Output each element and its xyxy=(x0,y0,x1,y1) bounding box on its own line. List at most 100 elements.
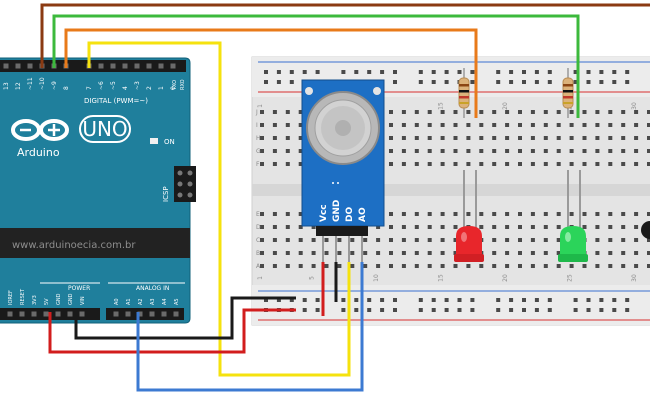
rail-hole xyxy=(586,298,591,302)
breadboard-hole xyxy=(492,123,497,127)
breadboard-hole xyxy=(621,149,626,153)
sensor-pin-label: DO xyxy=(345,207,355,222)
breadboard-hole xyxy=(530,238,535,242)
rail-hole xyxy=(418,308,423,312)
breadboard-hole xyxy=(479,136,484,140)
breadboard-hole xyxy=(440,238,445,242)
breadboard-hole xyxy=(518,162,522,166)
row-label: G xyxy=(256,148,261,155)
analog-pin-label: A5 xyxy=(174,298,180,305)
breadboard-hole xyxy=(543,264,548,268)
rail-hole xyxy=(444,80,449,84)
rail-hole xyxy=(586,80,591,84)
bottom-pin-hole xyxy=(161,311,167,317)
rail-hole xyxy=(625,298,630,302)
rail-hole xyxy=(509,308,514,312)
breadboard-hole xyxy=(479,123,484,127)
breadboard-hole xyxy=(608,264,613,268)
breadboard-hole xyxy=(621,225,626,229)
breadboard-hole xyxy=(595,136,600,140)
wire-yellow xyxy=(87,41,351,377)
led-green-body xyxy=(560,226,586,256)
rail-hole xyxy=(470,70,475,74)
breadboard-hole xyxy=(518,225,522,229)
rail-hole xyxy=(534,80,539,84)
breadboard-hole xyxy=(492,162,497,166)
breadboard-hole xyxy=(634,123,639,127)
rail-hole xyxy=(289,80,294,84)
column-label: 20 xyxy=(502,102,509,110)
bottom-pin-hole xyxy=(79,311,85,317)
digital-pin-label: ~11 xyxy=(27,77,34,90)
breadboard-hole xyxy=(389,110,393,114)
bottom-pin-hole xyxy=(125,311,131,317)
breadboard-hole xyxy=(363,238,368,242)
breadboard-hole xyxy=(505,123,510,127)
analog-in-label: ANALOG IN xyxy=(136,285,169,292)
breadboard-hole xyxy=(453,264,458,268)
breadboard-hole xyxy=(427,264,432,268)
breadboard-hole xyxy=(634,225,639,229)
breadboard-hole xyxy=(324,238,329,242)
breadboard-hole xyxy=(647,212,650,216)
breadboard-hole xyxy=(634,149,639,153)
rail-hole xyxy=(393,80,397,84)
breadboard-hole xyxy=(479,225,484,229)
breadboard-hole xyxy=(634,238,639,242)
breadboard-hole xyxy=(647,149,650,153)
breadboard-hole xyxy=(440,162,445,166)
breadboard-hole xyxy=(530,123,535,127)
breadboard-hole xyxy=(647,123,650,127)
breadboard-hole xyxy=(363,264,368,268)
breadboard-hole xyxy=(518,238,522,242)
breadboard-hole xyxy=(595,162,600,166)
breadboard-hole xyxy=(285,136,290,140)
breadboard-hole xyxy=(298,123,303,127)
breadboard-hole xyxy=(556,238,561,242)
breadboard-hole xyxy=(272,238,277,242)
digital-pin-label: ~10 xyxy=(39,77,46,90)
digital-pin-hole xyxy=(15,63,21,69)
breadboard-hole xyxy=(518,149,522,153)
power-label: POWER xyxy=(68,285,90,292)
row-label: I xyxy=(256,122,258,129)
breadboard-hole xyxy=(427,110,432,114)
rail-hole xyxy=(289,298,294,302)
breadboard-hole xyxy=(543,238,548,242)
breadboard-hole xyxy=(621,251,626,255)
bottom-pin-hole xyxy=(55,311,61,317)
rail-hole xyxy=(431,298,436,302)
breadboard-hole xyxy=(518,123,522,127)
breadboard-hole xyxy=(466,264,471,268)
breadboard-hole xyxy=(272,110,277,114)
digital-pin-hole xyxy=(98,63,104,69)
breadboard-hole xyxy=(453,123,458,127)
rail-hole xyxy=(264,298,268,302)
rail-hole xyxy=(444,298,449,302)
breadboard-hole xyxy=(647,162,650,166)
breadboard-hole xyxy=(556,162,561,166)
breadboard-hole xyxy=(543,251,548,255)
breadboard-hole xyxy=(492,212,497,216)
rail-hole xyxy=(509,80,514,84)
breadboard-hole xyxy=(440,110,445,114)
digital-pin-label: ~3 xyxy=(134,81,141,90)
arduino-logo xyxy=(11,115,131,143)
rail-hole xyxy=(496,80,501,84)
rail-hole xyxy=(444,308,449,312)
digital-pin-label: ~5 xyxy=(110,81,117,90)
rail-hole xyxy=(289,70,294,74)
bottom-pin-hole xyxy=(149,311,155,317)
digital-pin-label: ~6 xyxy=(98,81,105,90)
breadboard-hole xyxy=(492,238,497,242)
breadboard-hole xyxy=(595,110,600,114)
breadboard-hole xyxy=(608,136,613,140)
breadboard-hole xyxy=(260,212,264,216)
rail-hole xyxy=(573,70,578,74)
row-label: D xyxy=(256,224,261,231)
icsp-label: ICSP xyxy=(162,186,170,202)
rail-hole xyxy=(547,298,552,302)
row-label: J xyxy=(255,109,258,116)
breadboard-hole xyxy=(518,110,522,114)
breadboard-hole xyxy=(414,212,419,216)
